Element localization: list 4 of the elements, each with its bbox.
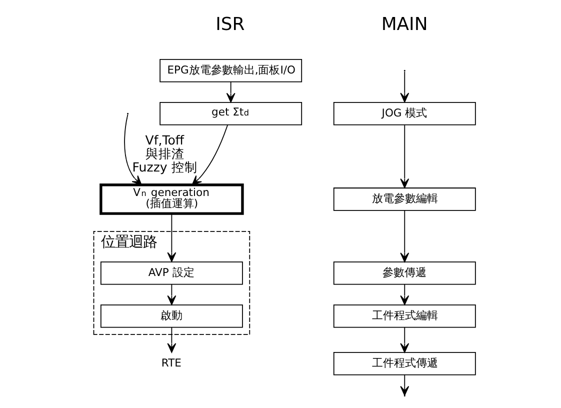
label: MAIN bbox=[380, 14, 428, 35]
node-text: RTE bbox=[160, 356, 181, 370]
label: ISR bbox=[215, 14, 244, 35]
edge-label: Vf,Toff 與排渣 Fuzzy 控制 bbox=[132, 132, 197, 175]
